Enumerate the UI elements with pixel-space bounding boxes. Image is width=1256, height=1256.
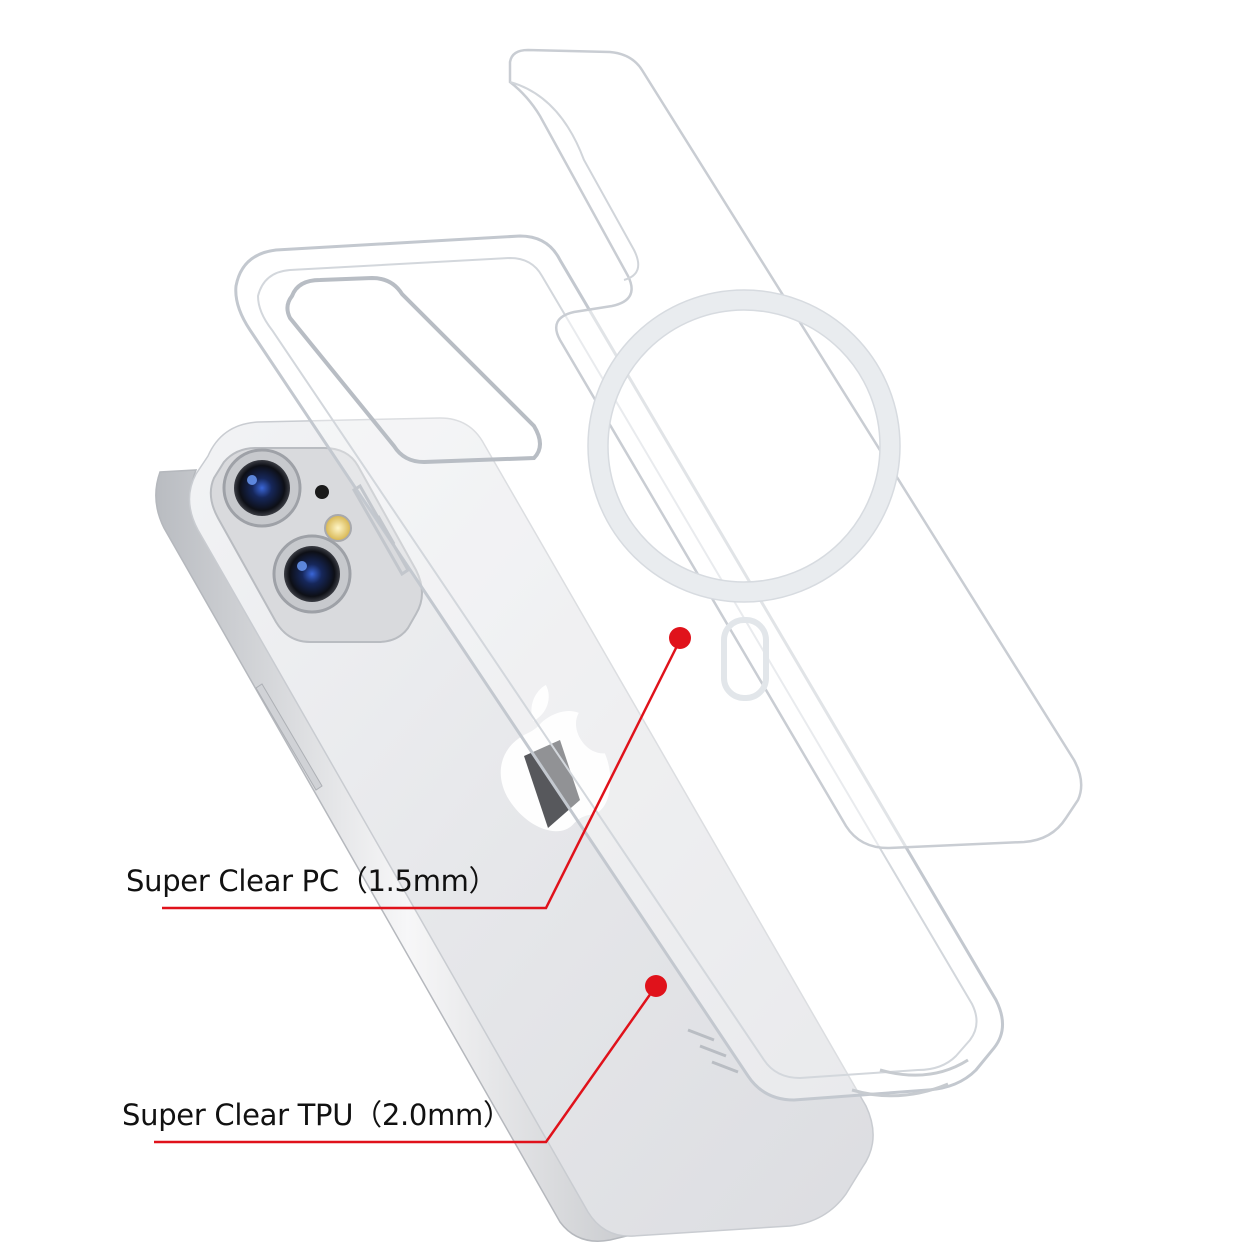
tpu-case-outer [234,234,1004,1102]
tpu-bottom-ridges [687,1028,739,1074]
flash-icon [324,514,352,542]
magsafe-alignment-mark [721,617,769,701]
callout-dot-pc [669,627,691,649]
callout-label-pc: Super Clear PC（1.5mm） [126,864,498,898]
tpu-case-inner [256,256,978,1080]
callout-line-tpu [154,985,658,1144]
side-button [255,683,323,791]
pc-back-plate [508,48,1083,850]
microphone-icon [315,485,329,499]
callout-label-tpu: Super Clear TPU（2.0mm） [122,1098,512,1132]
phone-back [155,417,874,1242]
tpu-button-covers [352,483,410,577]
callout-dot-tpu [645,975,667,997]
callout-line-pc [162,639,682,910]
callout-lines [154,627,691,1144]
pc-plate-outline [508,48,1083,850]
pc-plate-fold [509,81,640,281]
magsafe-ring-icon [588,290,900,602]
tpu-corner-bottom [851,1058,969,1098]
tpu-camera-cutout [285,275,542,465]
tpu-case [234,234,1004,1102]
